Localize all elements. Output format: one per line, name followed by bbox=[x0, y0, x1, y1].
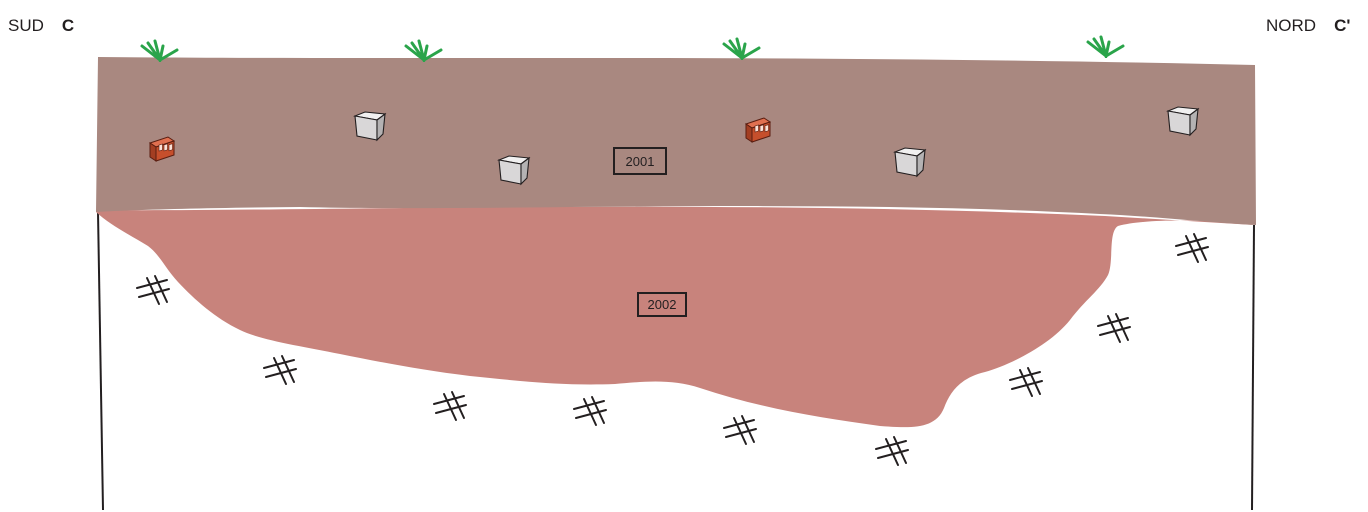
stone-block-icon bbox=[895, 148, 925, 176]
hatch-cross-icon bbox=[724, 416, 756, 444]
layer-2001-label-text: 2001 bbox=[626, 154, 655, 169]
hatch-cross-icon bbox=[1010, 368, 1042, 396]
stone-block-icon bbox=[499, 156, 529, 184]
grass-tuft-icon bbox=[724, 39, 759, 60]
hatch-cross-icon bbox=[434, 392, 466, 420]
layer-2001-fill bbox=[96, 57, 1256, 225]
hatch-cross-icon bbox=[574, 397, 606, 425]
south-section-wall bbox=[98, 212, 103, 510]
stone-block-icon bbox=[1168, 107, 1198, 135]
stone-block-icon bbox=[355, 112, 385, 140]
hatch-cross-icon bbox=[1176, 234, 1208, 262]
hatch-cross-icon bbox=[137, 276, 169, 304]
hatch-cross-icon bbox=[876, 437, 908, 465]
hatch-cross-icon bbox=[1098, 314, 1130, 342]
grass-tuft-icon bbox=[1088, 37, 1123, 58]
hatch-cross-icon bbox=[264, 356, 296, 384]
layer-2002-label-text: 2002 bbox=[648, 297, 677, 312]
north-section-wall bbox=[1252, 225, 1254, 510]
